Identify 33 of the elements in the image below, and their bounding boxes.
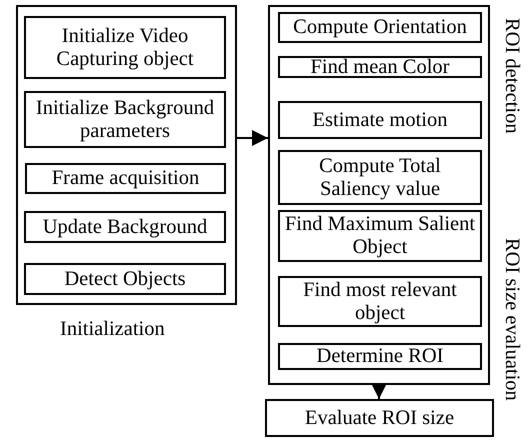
process-box bbox=[24, 91, 226, 148]
side-label: ROI size evaluation bbox=[500, 238, 523, 401]
box-text: Update Background bbox=[42, 216, 208, 238]
process-box bbox=[278, 101, 482, 139]
box-text: Initialize Background parameters bbox=[34, 96, 216, 142]
box-text: Evaluate ROI size bbox=[304, 406, 454, 430]
group-box bbox=[268, 5, 490, 385]
box-text: Find most relevant object bbox=[302, 278, 458, 324]
process-box bbox=[278, 343, 482, 370]
process-box bbox=[278, 210, 482, 262]
process-box bbox=[278, 12, 482, 43]
process-box bbox=[278, 150, 482, 205]
process-box bbox=[24, 16, 226, 79]
box-text: Frame acquisition bbox=[52, 167, 200, 190]
group-caption: Initialization bbox=[60, 318, 165, 341]
box-text: Find Maximum Salient Object bbox=[284, 213, 476, 259]
arrow bbox=[371, 383, 387, 399]
group-box bbox=[16, 5, 237, 305]
box-text: Detect Objects bbox=[64, 268, 186, 290]
box-text: Compute Total Saliency value bbox=[318, 154, 442, 200]
box-text: Find mean Color bbox=[310, 56, 450, 78]
process-box bbox=[24, 263, 226, 295]
box-text: Initialize Video Capturing object bbox=[55, 24, 195, 70]
process-box bbox=[24, 211, 226, 243]
box-text: Determine ROI bbox=[316, 345, 444, 368]
arrow bbox=[237, 130, 268, 146]
process-box bbox=[278, 276, 482, 327]
box-text: Estimate motion bbox=[312, 108, 448, 132]
side-label: ROI detection bbox=[500, 18, 523, 134]
process-box bbox=[265, 399, 494, 437]
box-text: Compute Orientation bbox=[293, 16, 467, 39]
process-box bbox=[278, 56, 482, 78]
process-box bbox=[25, 163, 226, 194]
